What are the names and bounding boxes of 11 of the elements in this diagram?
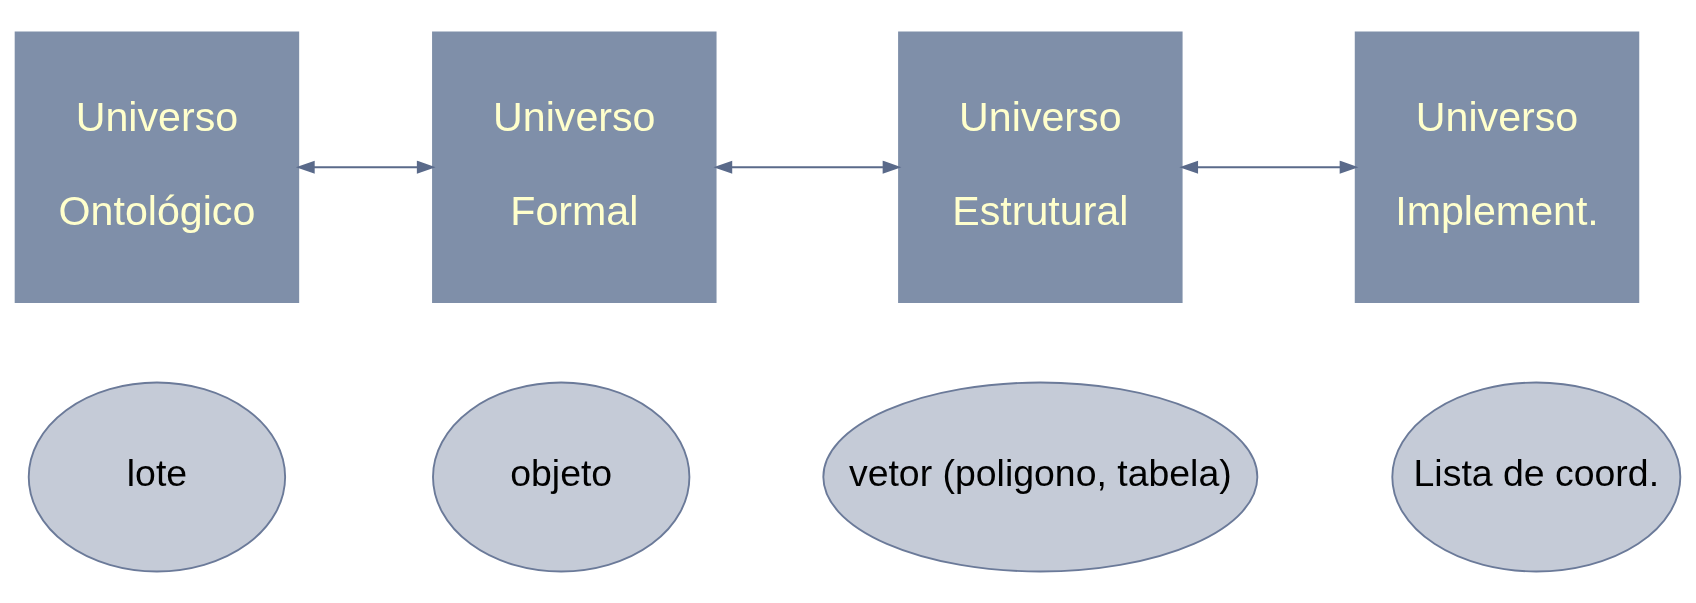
arrow: [713, 160, 902, 174]
node-ellipse: lote: [27, 381, 287, 572]
node-box: Universo Ontológico: [14, 31, 300, 303]
node-box: Universo Estrutural: [898, 31, 1183, 303]
node-ellipse: Lista de coord.: [1391, 381, 1682, 572]
node-box: Universo Formal: [432, 31, 717, 303]
arrow: [295, 160, 436, 174]
node-ellipse: objeto: [432, 381, 691, 572]
node-box: Universo Implement.: [1354, 31, 1640, 303]
node-ellipse: vetor (poligono, tabela): [822, 381, 1259, 572]
arrow: [1179, 160, 1359, 174]
